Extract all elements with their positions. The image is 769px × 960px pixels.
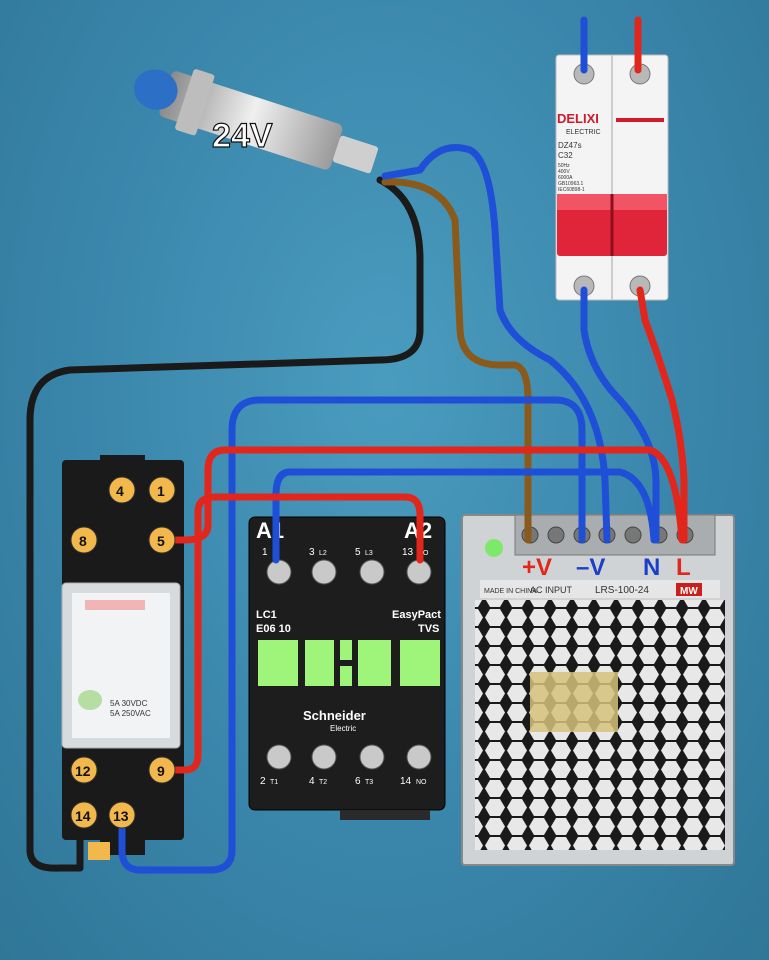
relay-terminal-14: 14 bbox=[75, 808, 91, 824]
wire-red-l-to-5 bbox=[161, 446, 686, 544]
psu-terminal-plus-v: +V bbox=[522, 554, 552, 581]
contactor-series-line2: TVS bbox=[418, 623, 439, 635]
relay-terminal-13: 13 bbox=[113, 808, 129, 824]
relay-terminal-12: 12 bbox=[75, 763, 91, 779]
wire-black bbox=[26, 176, 424, 872]
contactor-window-left bbox=[258, 640, 298, 686]
contactor-sub-3: L2 bbox=[319, 550, 327, 557]
breaker-model: DZ47s bbox=[558, 141, 582, 150]
psu-made-in: MADE IN CHINA bbox=[484, 588, 537, 595]
contactor-brand-plate bbox=[300, 705, 396, 733]
contactor-sub-4: T2 bbox=[319, 779, 327, 786]
contactor-top-screws bbox=[266, 559, 432, 585]
wire-blue-minus-to-13 bbox=[118, 396, 586, 874]
breaker-spec-1: 50Hz bbox=[558, 163, 570, 169]
breaker-spec-5: IEC60898-1 bbox=[558, 187, 585, 193]
breaker-rating: C32 bbox=[558, 151, 573, 160]
relay-terminal-5: 5 bbox=[157, 533, 165, 549]
wire-red-9-to-a2 bbox=[161, 493, 424, 774]
psu-sticker bbox=[480, 580, 720, 598]
wire-blue-n-to-a1 bbox=[272, 468, 658, 564]
contactor-term-3: 3 bbox=[309, 547, 315, 558]
breaker-brand-sub: ELECTRIC bbox=[566, 129, 601, 136]
psu-led-icon bbox=[485, 539, 503, 557]
contactor-window-right bbox=[400, 640, 440, 686]
psu-terminal-l: L bbox=[676, 554, 691, 581]
relay-module: 5A 30VDC 5A 250VAC bbox=[61, 582, 181, 749]
breaker-brand: DELIXI bbox=[557, 111, 599, 126]
relay-terminals: 4 1 8 5 12 9 14 13 bbox=[70, 476, 176, 829]
contactor-brand: Schneider bbox=[303, 708, 366, 723]
contactor-term-5: 5 bbox=[355, 547, 361, 558]
psu-terminal-minus-v: –V bbox=[576, 554, 605, 581]
relay-terminal-4: 4 bbox=[116, 483, 124, 499]
relay-terminal-9: 9 bbox=[157, 763, 165, 779]
psu-model: LRS-100-24 bbox=[595, 585, 649, 596]
relay-clip bbox=[88, 842, 110, 860]
contactor-term-1: 1 bbox=[262, 547, 268, 558]
proximity-sensor bbox=[133, 69, 379, 174]
wire-brown bbox=[381, 178, 532, 544]
contactor: 1 L1 3 L2 5 L3 13 NO A1 A2 LC1 E06 10 Ea… bbox=[248, 516, 446, 820]
contactor-series-line1: EasyPact bbox=[392, 609, 441, 621]
contactor-sub-13: NO bbox=[418, 550, 429, 557]
contactor-sub-14: NO bbox=[416, 779, 427, 786]
relay-terminal-1: 1 bbox=[157, 483, 165, 499]
circuit-breaker: DELIXI ELECTRIC DZ47s C32 50Hz 400V 6000… bbox=[555, 54, 669, 301]
contactor-sub-2: T1 bbox=[270, 779, 278, 786]
psu-transformer bbox=[530, 672, 618, 732]
sensor-head-icon bbox=[133, 69, 178, 110]
breaker-spec-3: 6000A bbox=[558, 175, 573, 181]
psu-input-label: AC INPUT bbox=[530, 585, 573, 595]
contactor-term-6: 6 bbox=[355, 776, 361, 787]
contactor-sub-6: T3 bbox=[365, 779, 373, 786]
psu-brand-badge bbox=[676, 583, 702, 596]
wire-red-breaker bbox=[636, 286, 688, 544]
contactor-model-line1: LC1 bbox=[256, 609, 277, 621]
power-supply: +V –V N L AC INPUT MADE IN CHINA LRS-100… bbox=[461, 514, 735, 866]
sensor-voltage-label: 24V bbox=[212, 117, 273, 155]
relay-terminal-8: 8 bbox=[79, 533, 87, 549]
contactor-term-4: 4 bbox=[309, 776, 315, 787]
wire-blue-breaker bbox=[580, 286, 660, 544]
contactor-term-14: 14 bbox=[400, 776, 412, 787]
coil-label-a1: A1 bbox=[256, 518, 284, 543]
contactor-bottom-screws bbox=[266, 744, 432, 770]
psu-brand-mark: MW bbox=[680, 586, 698, 597]
relay-rating-1: 5A 30VDC bbox=[110, 699, 148, 708]
wires bbox=[26, 16, 688, 874]
contactor-sub-5: L3 bbox=[365, 550, 373, 557]
contactor-term-2: 2 bbox=[260, 776, 266, 787]
contactor-model-line2: E06 10 bbox=[256, 623, 291, 635]
contactor-term-13: 13 bbox=[402, 547, 414, 558]
relay-rating-2: 5A 250VAC bbox=[110, 709, 151, 718]
contactor-brand-sub: Electric bbox=[330, 724, 356, 733]
wire-blue-sensor bbox=[381, 144, 611, 544]
psu-terminal-n: N bbox=[643, 554, 660, 581]
breaker-spec-4: GB10963.1 bbox=[558, 181, 584, 187]
breaker-spec-2: 400V bbox=[558, 169, 570, 175]
